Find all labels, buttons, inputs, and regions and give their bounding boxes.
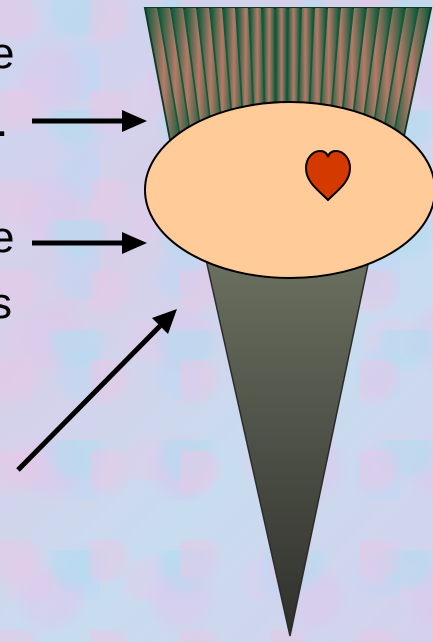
arrow-2 xyxy=(32,232,147,254)
brush-body-ellipse xyxy=(145,102,433,278)
arrow-3 xyxy=(18,309,177,470)
arrow-1 xyxy=(32,110,147,132)
handle-cone xyxy=(205,255,370,636)
